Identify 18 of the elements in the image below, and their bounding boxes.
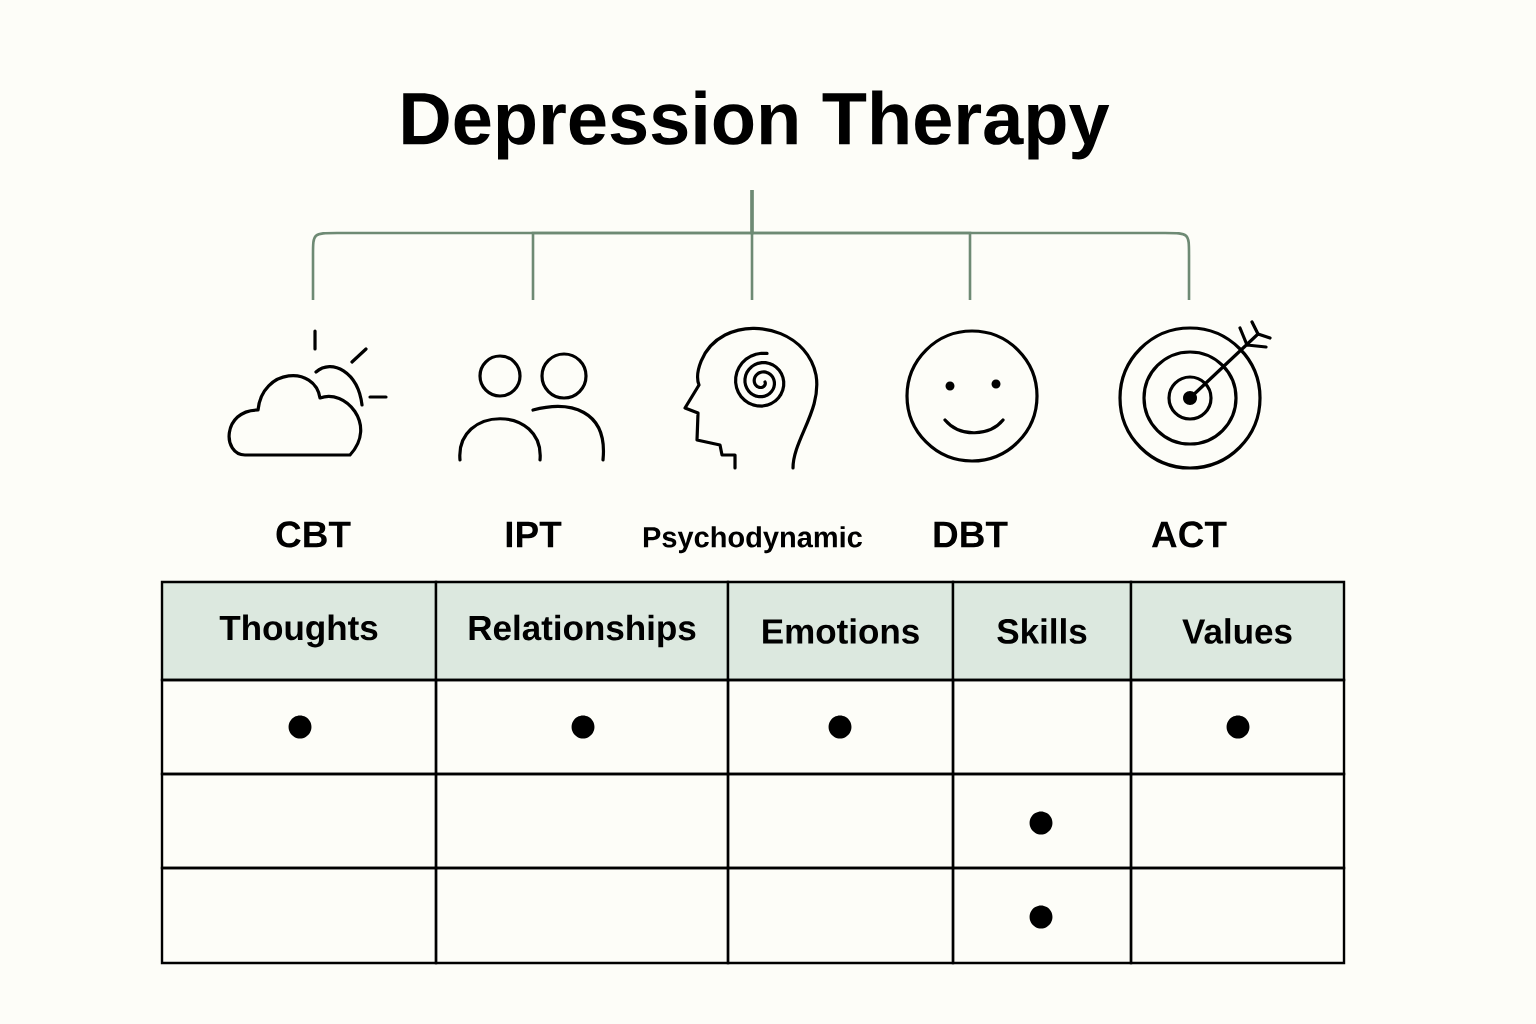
dot-mark: ● (571, 715, 595, 739)
dot-mark: ● (1029, 811, 1053, 835)
header-cell: Skills (951, 580, 1133, 682)
dot-mark: ● (1029, 905, 1053, 929)
bracket-line (750, 190, 1191, 300)
therapy-label: IPT (506, 521, 562, 548)
title: Depression Therapy (403, 90, 1110, 160)
dot-mark: ● (828, 715, 852, 739)
therapy-label: DBT (934, 521, 1008, 548)
header-cell: Values (1129, 580, 1346, 682)
dot-mark: ● (288, 715, 312, 739)
therapy-label: CBT (276, 521, 351, 548)
header-cell: Emotions (726, 580, 955, 682)
header-cell: Relationships (434, 580, 730, 682)
dot-mark: ● (1226, 715, 1250, 739)
header-cell: Thoughts (160, 580, 438, 682)
therapy-label: Psychodynamic (643, 526, 862, 554)
therapy-label: ACT (1151, 521, 1227, 548)
